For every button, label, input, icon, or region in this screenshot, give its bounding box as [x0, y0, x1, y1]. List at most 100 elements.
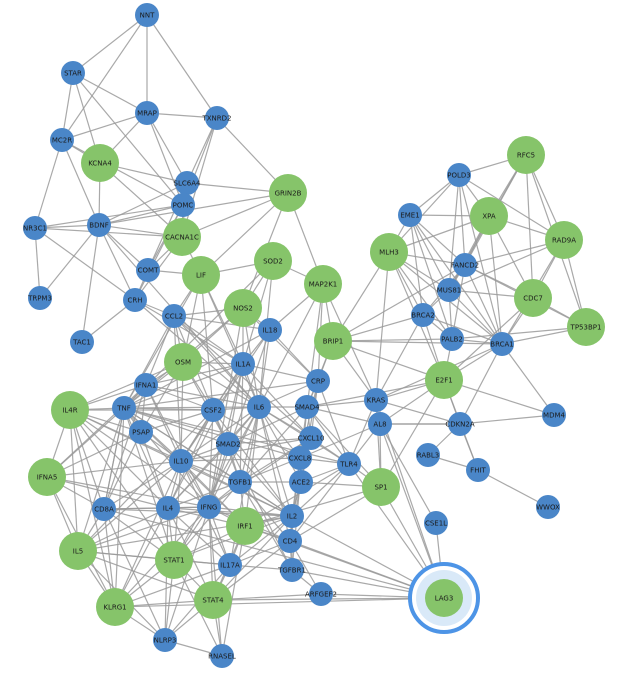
node-circle-stat1[interactable]: [155, 541, 193, 579]
node-circle-bdnf[interactable]: [87, 213, 111, 237]
node-nr3c1[interactable]: NR3C1: [23, 216, 47, 240]
node-il1a[interactable]: IL1A: [231, 352, 255, 376]
node-circle-brca1[interactable]: [490, 332, 514, 356]
node-circle-ifng[interactable]: [197, 495, 221, 519]
node-circle-pold3[interactable]: [447, 163, 471, 187]
node-circle-cd8a[interactable]: [92, 497, 116, 521]
node-arfgef2[interactable]: ARFGEF2: [305, 582, 337, 606]
node-circle-sp1[interactable]: [362, 468, 400, 506]
node-circle-il6[interactable]: [247, 395, 271, 419]
node-circle-grin2b[interactable]: [269, 174, 307, 212]
node-circle-nlrp3[interactable]: [153, 628, 177, 652]
node-cse1l[interactable]: CSE1L: [424, 511, 448, 535]
node-xpa[interactable]: XPA: [470, 197, 508, 235]
node-circle-stat4[interactable]: [194, 581, 232, 619]
node-circle-mc2r[interactable]: [50, 128, 74, 152]
node-circle-al8[interactable]: [368, 412, 392, 436]
node-star[interactable]: STAR: [61, 61, 85, 85]
node-circle-tnf[interactable]: [112, 396, 136, 420]
node-sp1[interactable]: SP1: [362, 468, 400, 506]
node-il4r[interactable]: IL4R: [51, 391, 89, 429]
node-tac1[interactable]: TAC1: [70, 330, 94, 354]
node-pomc[interactable]: POMC: [171, 193, 195, 217]
node-circle-sod2[interactable]: [254, 242, 292, 280]
node-il4[interactable]: IL4: [156, 496, 180, 520]
node-circle-cd4[interactable]: [278, 529, 302, 553]
node-circle-rnasel[interactable]: [210, 644, 234, 668]
node-ifna1[interactable]: IFNA1: [134, 373, 158, 397]
node-txnrd2[interactable]: TXNRD2: [201, 106, 232, 130]
node-circle-nos2[interactable]: [224, 289, 262, 327]
node-tnf[interactable]: TNF: [112, 396, 136, 420]
node-irf1[interactable]: IRF1: [226, 507, 264, 545]
node-circle-fancd2[interactable]: [453, 253, 477, 277]
node-circle-brip1[interactable]: [314, 322, 352, 360]
node-nos2[interactable]: NOS2: [224, 289, 262, 327]
node-lag3[interactable]: LAG3: [425, 579, 463, 617]
node-fhit[interactable]: FHIT: [466, 458, 490, 482]
node-ccl2[interactable]: CCL2: [162, 304, 186, 328]
node-circle-crh[interactable]: [123, 288, 147, 312]
node-circle-lif[interactable]: [182, 256, 220, 294]
node-circle-star[interactable]: [61, 61, 85, 85]
node-circle-kras[interactable]: [364, 388, 388, 412]
node-circle-crp[interactable]: [306, 369, 330, 393]
node-grin2b[interactable]: GRIN2B: [269, 174, 307, 212]
node-tlr4[interactable]: TLR4: [337, 452, 361, 476]
node-circle-trpm3[interactable]: [28, 286, 52, 310]
node-circle-tgfbr1[interactable]: [280, 558, 304, 582]
node-eme1[interactable]: EME1: [398, 203, 422, 227]
node-psap[interactable]: PSAP: [129, 420, 153, 444]
node-circle-ace2[interactable]: [289, 470, 313, 494]
node-mc2r[interactable]: MC2R: [50, 128, 74, 152]
node-circle-il18[interactable]: [258, 318, 282, 342]
node-klrg1[interactable]: KLRG1: [96, 588, 134, 626]
node-map2k1[interactable]: MAP2K1: [304, 265, 342, 303]
node-rabl3[interactable]: RABL3: [416, 443, 440, 467]
node-crp[interactable]: CRP: [306, 369, 330, 393]
node-circle-nnt[interactable]: [135, 3, 159, 27]
node-e2f1[interactable]: E2F1: [425, 361, 463, 399]
node-circle-il1a[interactable]: [231, 352, 255, 376]
node-circle-irf1[interactable]: [226, 507, 264, 545]
node-circle-il5[interactable]: [59, 532, 97, 570]
node-circle-eme1[interactable]: [398, 203, 422, 227]
node-stat4[interactable]: STAT4: [194, 581, 232, 619]
node-il6[interactable]: IL6: [247, 395, 271, 419]
node-circle-cdc7[interactable]: [514, 279, 552, 317]
node-cd8a[interactable]: CD8A: [92, 497, 116, 521]
node-tp53bp1[interactable]: TP53BP1: [567, 308, 605, 346]
node-il5[interactable]: IL5: [59, 532, 97, 570]
node-il18[interactable]: IL18: [258, 318, 282, 342]
node-circle-palb2[interactable]: [440, 327, 464, 351]
node-circle-tp53bp1[interactable]: [567, 308, 605, 346]
node-comt[interactable]: COMT: [136, 258, 160, 282]
node-rnasel[interactable]: RNASEL: [208, 644, 236, 668]
node-circle-rabl3[interactable]: [416, 443, 440, 467]
node-circle-cxcl8[interactable]: [288, 446, 312, 470]
node-circle-rad9a[interactable]: [545, 221, 583, 259]
node-cdc7[interactable]: CDC7: [514, 279, 552, 317]
node-stat1[interactable]: STAT1: [155, 541, 193, 579]
node-bdnf[interactable]: BDNF: [87, 213, 111, 237]
node-circle-il4r[interactable]: [51, 391, 89, 429]
node-nlrp3[interactable]: NLRP3: [153, 628, 177, 652]
node-circle-nr3c1[interactable]: [23, 216, 47, 240]
node-brca2[interactable]: BRCA2: [411, 303, 435, 327]
node-circle-cdkn2a[interactable]: [448, 412, 472, 436]
node-circle-ccl2[interactable]: [162, 304, 186, 328]
node-rad9a[interactable]: RAD9A: [545, 221, 583, 259]
node-circle-pomc[interactable]: [171, 193, 195, 217]
node-sod2[interactable]: SOD2: [254, 242, 292, 280]
node-mrap[interactable]: MRAP: [135, 101, 159, 125]
node-brip1[interactable]: BRIP1: [314, 322, 352, 360]
node-circle-slc6a4[interactable]: [175, 171, 199, 195]
node-ifna5[interactable]: IFNA5: [28, 458, 66, 496]
node-circle-cxcl10[interactable]: [299, 426, 323, 450]
node-ifng[interactable]: IFNG: [197, 495, 221, 519]
node-al8[interactable]: AL8: [368, 412, 392, 436]
node-circle-kcna4[interactable]: [81, 144, 119, 182]
node-circle-mdm4[interactable]: [542, 403, 566, 427]
node-circle-map2k1[interactable]: [304, 265, 342, 303]
node-circle-fhit[interactable]: [466, 458, 490, 482]
